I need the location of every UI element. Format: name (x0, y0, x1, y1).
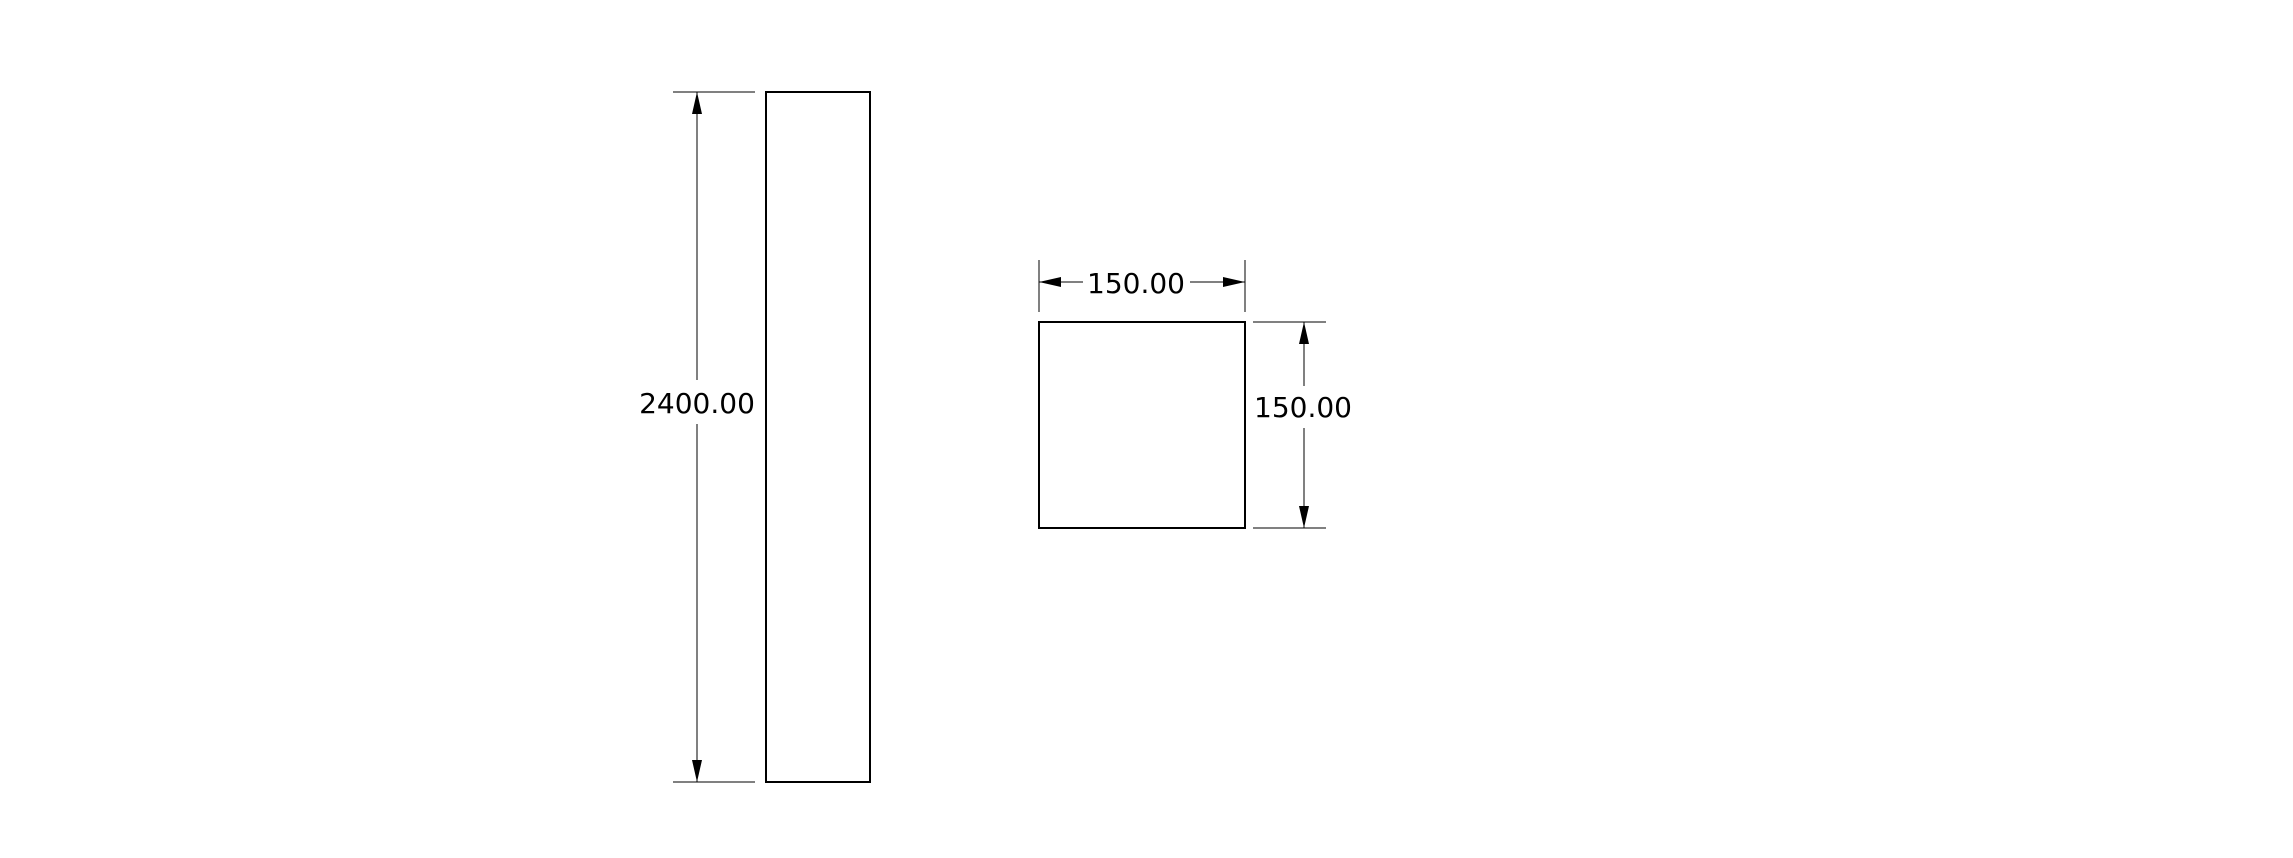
column-dimension-arrow-top (692, 92, 702, 114)
square-section-view: 150.00 150.00 (1038, 260, 1352, 529)
column-height-dimension-label: 2400.00 (639, 387, 755, 420)
section-outline (1038, 321, 1246, 529)
section-height-arrow-bottom (1299, 506, 1309, 528)
column-outline (765, 91, 871, 783)
section-width-arrow-left (1039, 277, 1061, 287)
column-elevation-view: 2400.00 (639, 91, 871, 783)
section-height-dimension-label: 150.00 (1254, 391, 1352, 424)
section-width-dimension-label: 150.00 (1087, 267, 1185, 300)
section-height-arrow-top (1299, 322, 1309, 344)
column-dimension-arrow-bottom (692, 760, 702, 782)
section-width-arrow-right (1223, 277, 1245, 287)
